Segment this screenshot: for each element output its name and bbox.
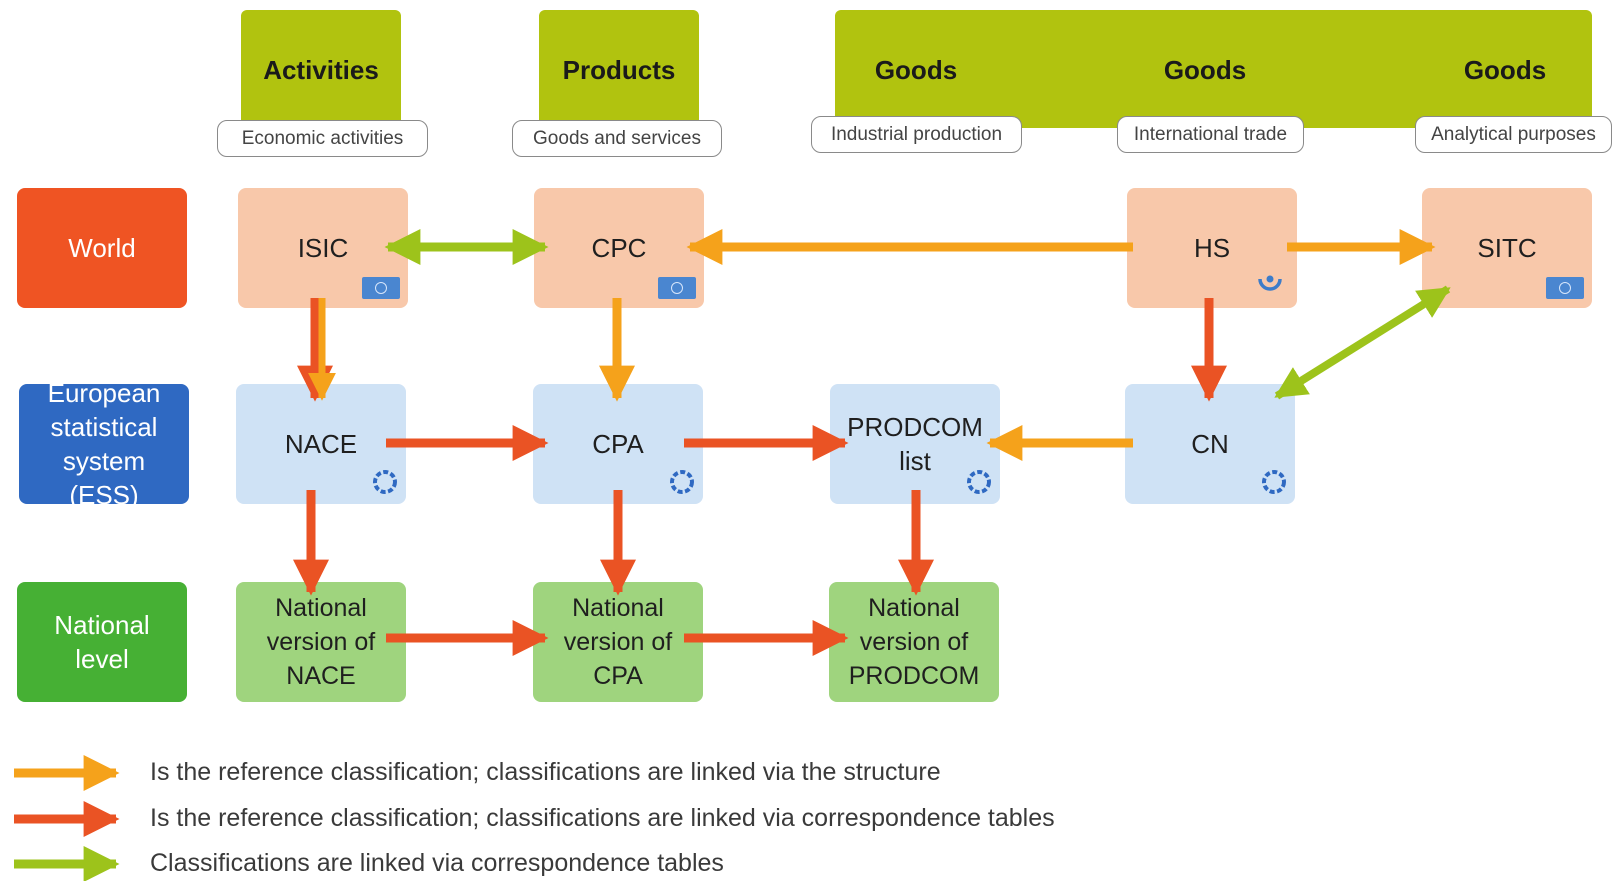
node-prodcom: PRODCOM list bbox=[830, 384, 1000, 504]
node-hs-label: HS bbox=[1193, 233, 1231, 263]
un-emblem-icon bbox=[1546, 277, 1584, 299]
header-goods-analytical-title: Goods bbox=[1463, 55, 1547, 85]
node-cn-label: CN bbox=[1191, 429, 1229, 459]
un-emblem-icon bbox=[658, 277, 696, 299]
node-sitc-label: SITC bbox=[1477, 233, 1537, 263]
level-ess: European statistical system (ESS) bbox=[19, 378, 189, 510]
header-activities-sub: Economic activities bbox=[217, 120, 428, 157]
node-nace-label: NACE bbox=[284, 429, 358, 459]
node-cpa: CPA bbox=[533, 384, 703, 504]
legend-text-correspondence: Classifications are linked via correspon… bbox=[150, 849, 724, 877]
node-national-prodcom: National version of PRODCOM bbox=[829, 582, 999, 702]
header-goods-industrial-sub: Industrial production bbox=[811, 116, 1022, 153]
header-activities-title: Activities bbox=[263, 55, 379, 85]
header-goods-trade-title: Goods bbox=[1163, 55, 1247, 85]
node-cpc: CPC bbox=[534, 188, 704, 308]
node-hs: HS bbox=[1127, 188, 1297, 308]
node-cpc-label: CPC bbox=[591, 233, 647, 263]
node-isic-label: ISIC bbox=[297, 233, 349, 263]
header-goods-industrial-title: Goods bbox=[874, 55, 958, 85]
node-sitc: SITC bbox=[1422, 188, 1592, 308]
level-world: World bbox=[17, 188, 187, 308]
legend-text-structure: Is the reference classification; classif… bbox=[150, 758, 941, 786]
node-prodcom-label: PRODCOM list bbox=[847, 412, 983, 476]
header-goods-analytical-sub: Analytical purposes bbox=[1415, 116, 1612, 153]
node-cpa-label: CPA bbox=[592, 429, 644, 459]
header-goods-trade-sub: International trade bbox=[1117, 116, 1304, 153]
un-emblem-icon bbox=[362, 277, 400, 299]
node-nace: NACE bbox=[236, 384, 406, 504]
node-national-cpa: National version of CPA bbox=[533, 582, 703, 702]
legend-text-reference-correspondence: Is the reference classification; classif… bbox=[150, 804, 1055, 832]
arrow-sitc-cn bbox=[1274, 285, 1451, 400]
eurostat-swirl-icon bbox=[373, 470, 397, 494]
node-cn: CN bbox=[1125, 384, 1295, 504]
eurostat-swirl-icon bbox=[1262, 470, 1286, 494]
node-isic: ISIC bbox=[238, 188, 408, 308]
level-national: National level bbox=[17, 582, 187, 702]
header-goods bbox=[835, 10, 1592, 128]
header-products-sub: Goods and services bbox=[512, 120, 722, 157]
eurostat-swirl-icon bbox=[670, 470, 694, 494]
node-national-nace: National version of NACE bbox=[236, 582, 406, 702]
header-products bbox=[539, 10, 699, 128]
eurostat-swirl-icon bbox=[967, 470, 991, 494]
header-activities bbox=[241, 10, 401, 128]
wco-emblem-icon bbox=[1258, 275, 1282, 291]
header-products-title: Products bbox=[562, 55, 676, 85]
